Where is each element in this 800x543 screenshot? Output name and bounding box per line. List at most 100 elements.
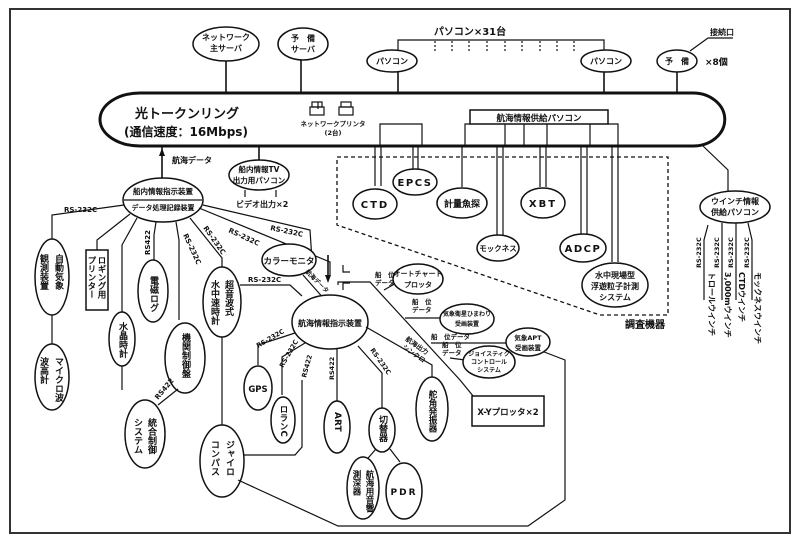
box-xy-plotter[interactable] [471,395,545,427]
label-winch-rs232c: RS-232C [695,237,703,268]
box-logging-printer[interactable] [85,249,109,311]
label-rs422-gyro: RS422 [300,354,314,379]
node-loran[interactable] [270,396,296,444]
label-adcp: ADCP [565,244,602,255]
node-gyro[interactable] [199,424,245,498]
node-pc-left[interactable] [366,49,418,73]
diagram-frame [9,8,791,534]
node-spare-server[interactable] [277,27,329,61]
label-auto-chart-1: オートチャート [394,270,443,278]
label-rs422-art: RS422 [328,357,336,380]
svg-text:船 位: 船 位 [375,270,395,279]
node-gps[interactable] [243,365,273,411]
node-crystal-clock[interactable] [108,311,136,367]
winch-items: トロールウインチ 3,000mウインチ CTDウインチ モックネスウインチ [707,272,763,344]
label-pdr: PDR [391,488,418,498]
label-sonic-1: 超音波式 [223,279,235,317]
node-himawari[interactable] [439,303,495,335]
label-integrated-1: 統合制御 [146,417,158,455]
svg-text:データ: データ [442,348,462,357]
node-epcs[interactable] [392,168,438,196]
node-mocness[interactable] [476,234,520,262]
node-weather-station[interactable] [34,238,70,316]
label-winch-trawl: トロールウインチ [707,272,716,336]
label-rs422-integrated: RS422 [153,377,175,401]
label-port-count: ×8個 [705,56,728,68]
network-printer-icon[interactable] [309,101,325,116]
node-wave-meter[interactable] [34,343,70,411]
arrow-right-icon [342,282,350,290]
label-winch-ctd: CTDウインチ [737,272,746,322]
label-survey-group: 調査機器 [625,318,666,331]
label-spare-server-1: 予 備 [291,33,315,43]
label-main-server-2: 主サーバ [210,43,242,53]
svg-text:データ: データ [412,305,432,314]
survey-links [374,146,619,262]
node-winch-pc[interactable] [699,190,771,224]
link-rudder [365,326,433,378]
node-echo-sounder[interactable] [346,456,380,520]
node-pc-right[interactable] [580,49,632,73]
label-winch-pc-2: 供給パソコン [710,207,759,217]
label-echo-sounder: 航海用音響 測深器 [351,469,375,513]
label-pc-group: パソコン×31台 [434,25,506,38]
node-art[interactable] [323,400,351,454]
link-integrated-ctrl [157,388,179,406]
label-gps: GPS [248,385,267,395]
node-rudder[interactable] [415,376,449,442]
label-logging-printer: ロギング用 プリンター [86,255,107,299]
node-integrated-ctrl[interactable] [124,399,166,469]
node-auto-chart[interactable] [392,263,444,295]
node-particle-system[interactable] [581,262,649,308]
network-printer-icon[interactable] [338,101,354,116]
node-switch[interactable] [368,407,396,453]
node-weather-apt[interactable] [505,327,551,357]
label-ship-pos-1: 船 位 データ [375,270,395,287]
node-color-monitor[interactable] [261,243,317,277]
label-weather-1: 自動気象 [53,253,64,291]
box-nav-info-pc[interactable] [469,109,609,125]
label-spare-server-2: サーバ [291,45,315,54]
node-electromag-log[interactable] [137,259,169,323]
label-onboard-tv-2: 出力用パソコン [233,175,286,185]
node-joystick[interactable] [462,345,516,379]
label-switch: 切替器 [377,415,389,443]
label-mocness: モックネス [479,243,517,253]
label-rs232c-nav: RS-232C [270,224,304,239]
survey-group-border [336,156,669,316]
node-onboard-tv-pc[interactable] [228,159,290,191]
link-winch-pc [702,145,729,195]
node-fish-finder[interactable] [436,187,488,219]
arrow-right-icon [342,265,350,273]
label-main-server-1: ネットワーク [202,32,250,42]
link-pdr [389,448,401,463]
node-pdr[interactable] [385,462,423,520]
label-ship-pos-3: 船 位データ [431,332,470,341]
label-printers-count: (2台) [325,128,342,137]
node-adcp[interactable] [559,233,607,263]
label-rs232c-sonic: RS-232C [201,225,227,257]
winch-links [703,222,753,300]
label-himawari-2: 受画装置 [455,320,479,328]
node-xbt[interactable] [520,187,566,219]
link-loran [281,342,306,395]
node-main-server[interactable] [192,26,260,62]
optical-token-ring[interactable] [98,91,727,148]
label-sonic-current: 超音波式 水中速時計 [209,279,235,326]
label-gyro-2: コンパス [209,440,220,476]
label-loran: ロランC [278,405,288,437]
winch-rs232c-labels: RS-232C RS-232C RS-232C RS-232C [695,237,751,268]
label-nav-display: 航海情報指示装置 [298,318,362,328]
arrow-down-icon [325,275,331,283]
node-engine-panel[interactable] [164,322,206,394]
node-nav-display[interactable] [291,294,369,350]
node-ctd[interactable] [352,188,398,220]
label-ship-pos-4: 船 位 データ [442,340,462,357]
nav-pc-bus-lines [379,123,619,146]
port-leader [689,37,709,52]
arrow-up-icon [159,148,165,156]
pc-group-ticks [434,41,575,51]
node-spare-port[interactable] [656,49,698,73]
label-winch-rs232c: RS-232C [713,237,721,268]
